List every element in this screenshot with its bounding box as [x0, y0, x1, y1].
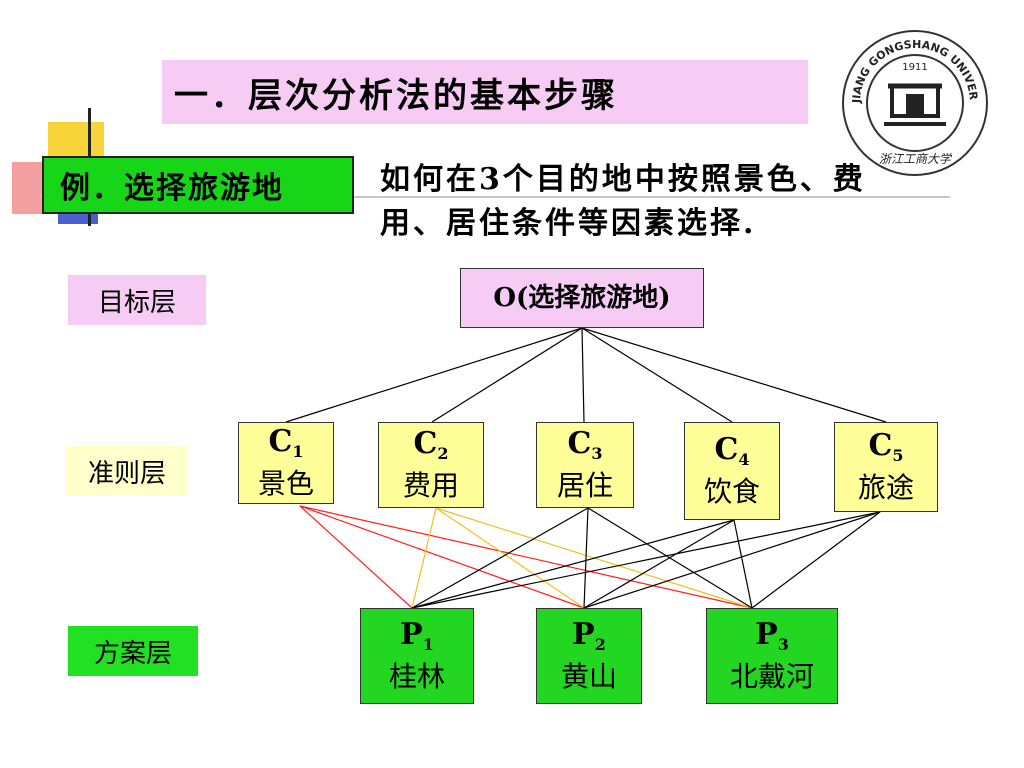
- link-goal-to-criterion-4: [581, 327, 733, 423]
- plan-node-2: P2 黄山: [536, 608, 642, 704]
- criterion-node-1: C1 景色: [238, 422, 334, 504]
- criterion-node-3: C3 居住: [536, 422, 634, 508]
- criterion-node-2: C2 费用: [378, 422, 484, 508]
- plan-name: 桂林: [388, 660, 445, 693]
- criterion-code: C3: [567, 426, 603, 464]
- layer-label-plan: 方案层: [68, 626, 198, 676]
- link-criterion-1-to-plan-3: [299, 505, 753, 609]
- criterion-name: 旅途: [857, 471, 914, 504]
- criterion-name: 费用: [402, 469, 459, 502]
- criterion-name: 饮食: [703, 475, 760, 508]
- plan-name: 黄山: [560, 660, 617, 693]
- link-criterion-3-to-plan-1: [411, 507, 589, 609]
- slide-title: 一．层次分析法的基本步骤: [162, 60, 808, 124]
- link-goal-to-criterion-2: [431, 327, 583, 423]
- link-goal-to-criterion-5: [581, 327, 887, 423]
- link-criterion-1-to-plan-1: [299, 505, 413, 609]
- question-text: 如何在3个目的地中按照景色、费用、居住条件等因素选择.: [380, 162, 866, 241]
- decor-horizontal-line: [40, 196, 950, 198]
- criterion-code: C2: [413, 426, 449, 464]
- criterion-name: 居住: [556, 469, 613, 502]
- link-goal-to-criterion-1: [285, 327, 583, 423]
- goal-node-text: O(选择旅游地): [493, 283, 671, 313]
- goal-node: O(选择旅游地): [460, 268, 704, 328]
- link-criterion-5-to-plan-1: [411, 511, 881, 609]
- logo-inner-text: 浙江工商大学: [879, 152, 953, 166]
- link-goal-to-criterion-3: [581, 327, 585, 423]
- logo-year: 1911: [902, 62, 927, 73]
- criterion-name: 景色: [257, 467, 314, 500]
- link-criterion-1-to-plan-2: [299, 505, 585, 609]
- layer-label-criteria: 准则层: [66, 446, 188, 496]
- link-criterion-4-to-plan-3: [733, 519, 753, 609]
- link-criterion-2-to-plan-1: [411, 507, 437, 609]
- plan-name: 北戴河: [729, 660, 814, 693]
- link-criterion-3-to-plan-2: [583, 507, 589, 609]
- link-criterion-4-to-plan-1: [411, 519, 735, 609]
- link-criterion-4-to-plan-2: [583, 519, 735, 609]
- plan-code: P2: [572, 617, 606, 655]
- layer-label-goal: 目标层: [68, 275, 206, 325]
- plan-code: P1: [400, 617, 434, 655]
- link-criterion-2-to-plan-2: [435, 507, 585, 609]
- link-criterion-5-to-plan-2: [583, 511, 881, 609]
- criterion-code: C1: [268, 424, 304, 462]
- plan-node-3: P3 北戴河: [706, 608, 838, 704]
- criterion-node-4: C4 饮食: [684, 422, 780, 520]
- plan-node-1: P1 桂林: [360, 608, 474, 704]
- example-label: 例．选择旅游地: [42, 156, 354, 214]
- criterion-code: C4: [714, 432, 750, 470]
- university-logo: ZHEJIANG GONGSHANG UNIVERSITY 1911 浙江工商大…: [840, 28, 988, 176]
- criterion-code: C5: [868, 428, 904, 466]
- link-criterion-5-to-plan-3: [751, 511, 881, 609]
- criterion-node-5: C5 旅途: [834, 422, 938, 512]
- plan-code: P3: [755, 617, 789, 655]
